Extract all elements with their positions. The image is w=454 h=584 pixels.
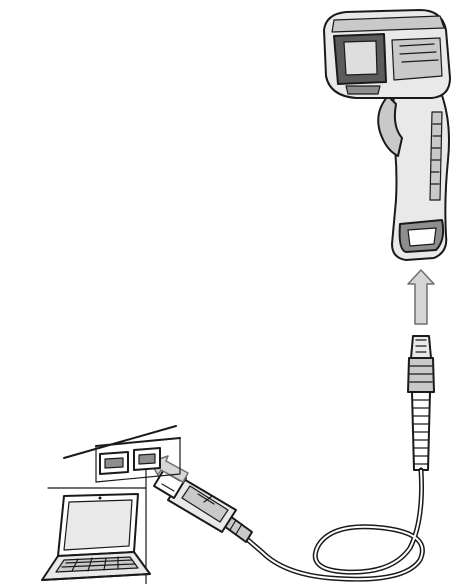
usb-plug <box>153 465 237 533</box>
scanner-connector <box>407 335 435 471</box>
connect-to-scanner-arrow <box>407 269 435 325</box>
usb-port-panel <box>47 425 181 584</box>
usb-cable <box>153 335 435 582</box>
scanner-icon <box>323 9 451 261</box>
usb-port-1 <box>99 451 129 475</box>
laptop-icon <box>41 493 151 581</box>
usb-port-2 <box>133 447 161 471</box>
